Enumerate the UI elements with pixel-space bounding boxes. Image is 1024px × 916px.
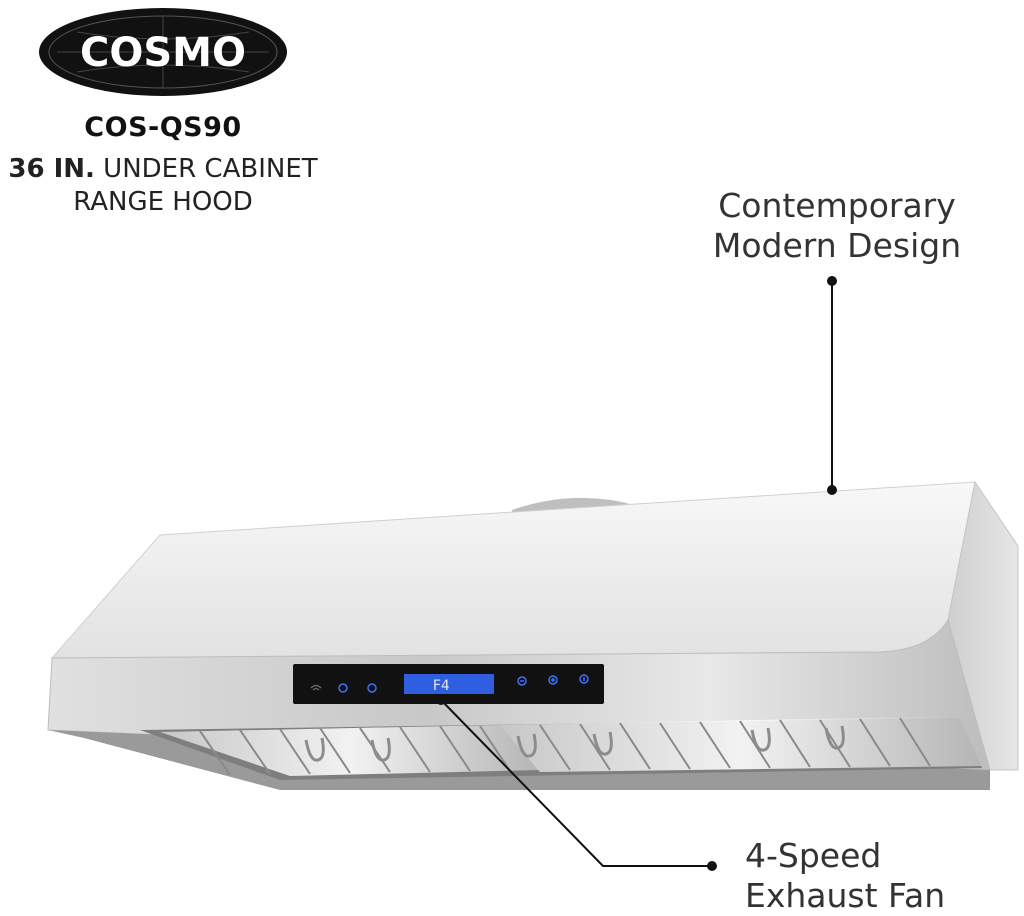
pointer-line [440,699,712,867]
baffle-filter [500,716,982,772]
hood-top [50,481,976,659]
filter-handle [592,731,613,756]
svg-text:COSMO: COSMO [80,30,246,76]
cosmo-logo: COSMO [39,8,287,96]
minus-icon [517,676,527,686]
pointer-dot [827,485,837,495]
power-icon [338,683,348,693]
light-icon [367,683,377,693]
callout-design-line1: Contemporary [718,186,956,225]
baffle-filter [160,725,540,776]
hood-side [947,480,1019,771]
lcd-readout: F4 [433,678,450,694]
control-icons [310,674,589,693]
filter-handles [304,725,845,762]
callout-fan-pointer [436,695,717,871]
product-size: 36 IN. [8,154,95,184]
pointer-dot [707,861,717,871]
product-description: 36 IN. UNDER CABINET RANGE HOOD [0,153,326,219]
product-type-line2: RANGE HOOD [73,187,253,217]
callout-design: Contemporary Modern Design [692,186,982,266]
filter-handle [750,727,771,752]
plus-icon [548,675,558,685]
wifi-icon [310,684,322,691]
callout-design-line2: Modern Design [712,226,962,265]
callout-design-pointer [827,276,837,495]
callout-fan: 4-Speed Exhaust Fan [745,836,1015,916]
callout-fan-line1: 4-Speed [745,836,882,875]
filter-handle [516,733,537,758]
lcd-display [404,674,494,694]
product-type-line1: UNDER CABINET [103,154,318,184]
callout-fan-line2: Exhaust Fan [745,876,946,915]
model-number: COS-QS90 [84,112,242,143]
filter-handle [370,737,391,762]
filter-handle [824,725,845,750]
info-icon [579,674,589,684]
filter-handle [304,737,325,762]
baffle-filters [160,716,982,776]
